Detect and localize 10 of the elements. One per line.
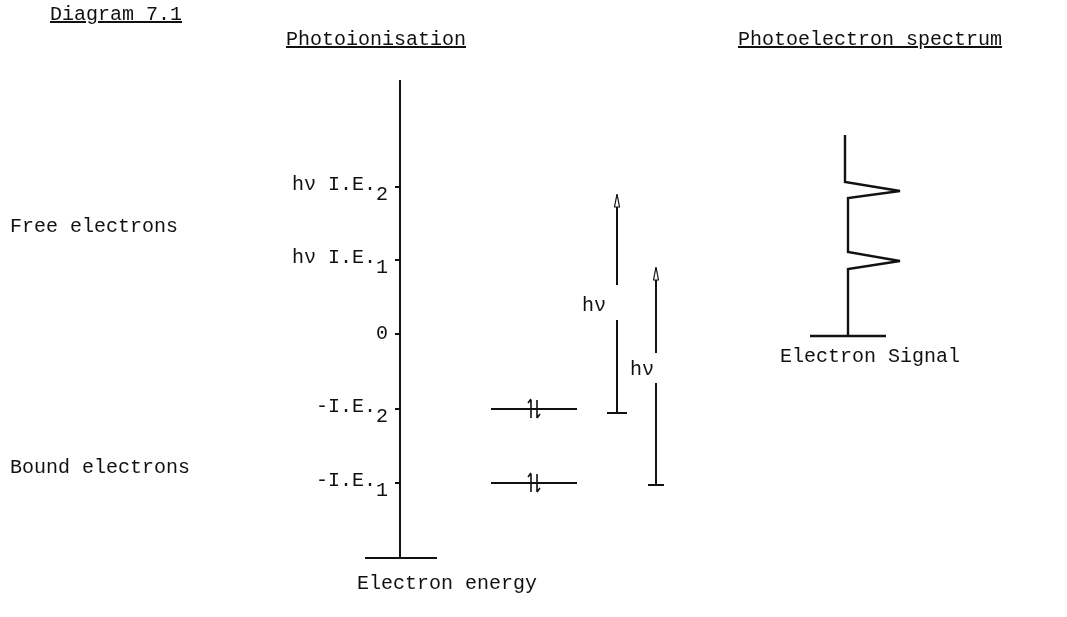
panel-heading: Photoelectron spectrum [738, 28, 1003, 52]
photon-label: hν [582, 294, 606, 318]
diagram-title: Diagram 7.1 [50, 3, 183, 27]
region-label: Bound electrons [10, 456, 191, 480]
region-label: Free electrons [10, 215, 179, 239]
panel-heading: Photoionisation [286, 28, 467, 52]
energy-tick-label: 0 [376, 322, 388, 346]
photon-label: hν [630, 358, 654, 382]
axis-label: Electron Signal [780, 345, 961, 369]
axis-label: Electron energy [357, 572, 538, 596]
